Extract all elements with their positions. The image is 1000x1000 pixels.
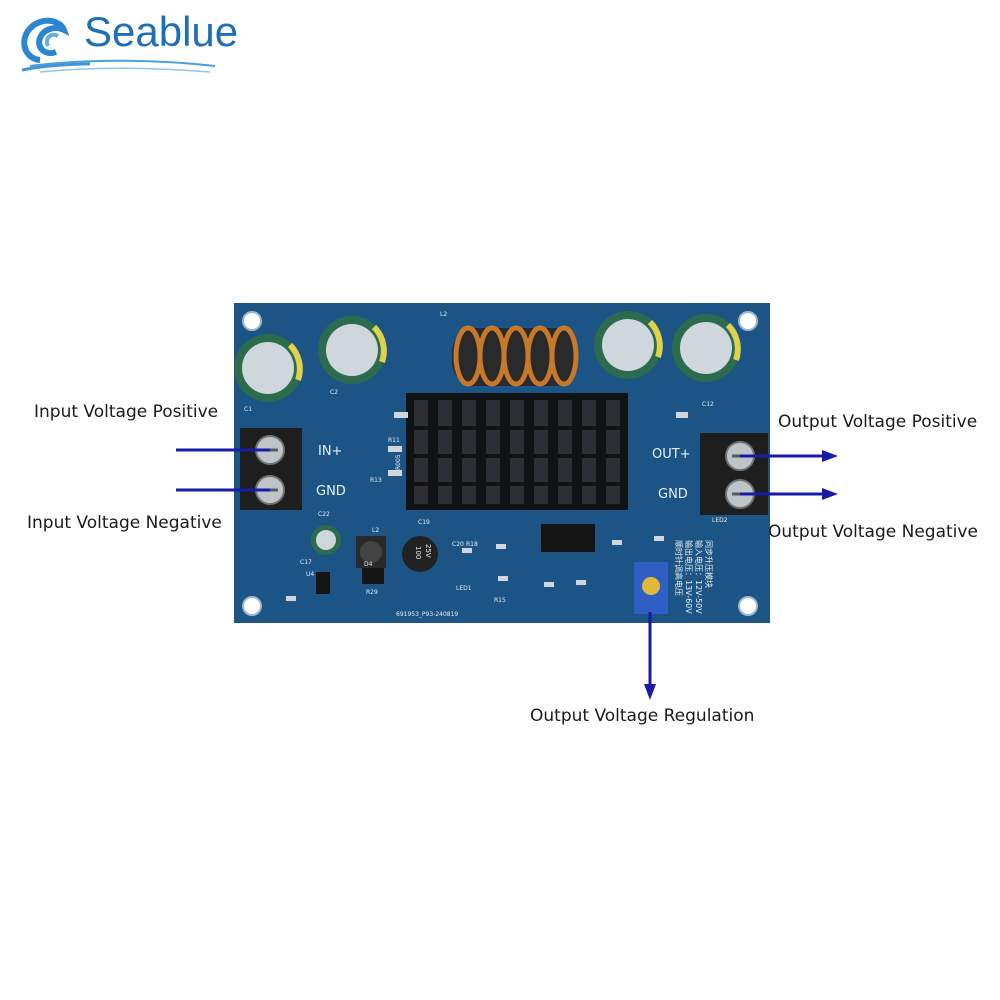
silk-in-gnd: GND (316, 484, 346, 499)
silk-r005: R005 (395, 454, 402, 470)
diode-d4 (362, 568, 384, 584)
silk-c19: C19 (418, 519, 430, 526)
brand-name: Seablue (84, 8, 239, 55)
silk-c17: C17 (300, 559, 312, 566)
wave-logo-icon (21, 17, 90, 72)
silk-part-no: 691953_P93-240819 (396, 611, 458, 618)
heatsink (406, 393, 628, 510)
silk-spec-2: 输入电压：12V-50V (694, 540, 704, 614)
capacitor-c22 (311, 525, 341, 555)
silk-led1: LED1 (456, 585, 472, 592)
silk-r18: R18 (466, 541, 478, 548)
silk-spec-4: 顺时针调高电压 (674, 540, 684, 596)
silk-u4: U4 (306, 571, 314, 578)
silk-in-plus: IN+ (318, 444, 342, 459)
silk-led2: LED2 (712, 517, 728, 524)
cap-marking-1: 100 (414, 546, 422, 559)
arrowhead-output-negative-icon (822, 488, 838, 500)
silk-c2: C2 (330, 389, 338, 396)
capacitor-c1 (234, 334, 303, 402)
silk-r13: R13 (370, 477, 382, 484)
capacitor-out-2 (672, 314, 741, 382)
logo-underline (29, 59, 216, 73)
silk-d4: D4 (364, 561, 373, 568)
capacitor-c2 (318, 316, 387, 384)
ic-chip (541, 524, 595, 552)
label-output-voltage-regulation: Output Voltage Regulation (530, 706, 755, 726)
silk-r15: R15 (494, 597, 506, 604)
capacitor-out-1 (594, 311, 663, 379)
toroid-inductor (452, 325, 579, 387)
silk-l2-top: L2 (440, 311, 447, 318)
trim-screw-icon (642, 577, 660, 595)
input-terminal-block (240, 428, 302, 510)
silk-out-plus: OUT+ (652, 447, 691, 462)
arrowhead-output-positive-icon (822, 450, 838, 462)
label-input-voltage-negative: Input Voltage Negative (27, 513, 222, 533)
silk-l2: L2 (372, 527, 379, 534)
silk-spec-1: 同步升压模块 (704, 540, 714, 588)
arrowhead-output-regulation-icon (644, 684, 656, 700)
silk-c1: C1 (244, 406, 252, 413)
mounting-holes (242, 311, 758, 616)
silk-c22: C22 (318, 511, 330, 518)
silk-c20: C20 (452, 541, 464, 548)
silk-r11: R11 (388, 437, 400, 444)
label-output-voltage-positive: Output Voltage Positive (778, 412, 978, 432)
cap-marking-2: 25V (424, 544, 432, 558)
label-input-voltage-positive: Input Voltage Positive (34, 402, 219, 422)
output-terminal-block (700, 433, 768, 515)
label-output-voltage-negative: Output Voltage Negative (768, 522, 978, 542)
silk-out-gnd: GND (658, 487, 688, 502)
silk-spec-3: 输出电压：13V-60V (684, 540, 694, 614)
silk-c12: C12 (702, 401, 714, 408)
capacitor-c19 (402, 536, 438, 572)
ic-u4 (316, 572, 330, 594)
silk-r29: R29 (366, 589, 378, 596)
